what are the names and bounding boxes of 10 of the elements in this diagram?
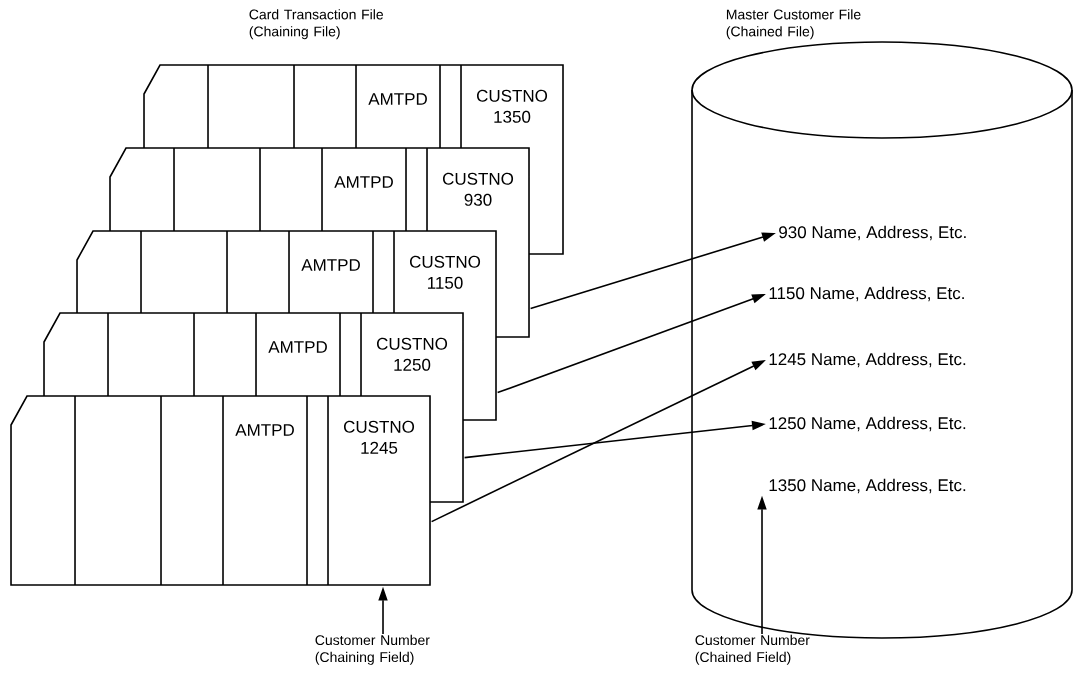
record-text: 1150 Name, Address, Etc. [769,286,964,302]
record-text: 1350 Name, Address, Etc. [769,478,966,494]
record-text: 1250 Name, Address, Etc. [769,416,966,432]
record-text: 930 Name, Address, Etc. [779,225,966,241]
punched-card: AMTPD CUSTNO 1245 [10,395,431,586]
record-text: 1245 Name, Address, Etc. [769,352,966,368]
caption-text: Customer Number (Chaining Field) [315,634,430,665]
deck-title: Card Transaction File (Chaining File) [249,9,384,40]
node-label: Master Customer File (Chained File) [726,9,861,40]
caption-text: Customer Number (Chained Field) [695,634,810,665]
